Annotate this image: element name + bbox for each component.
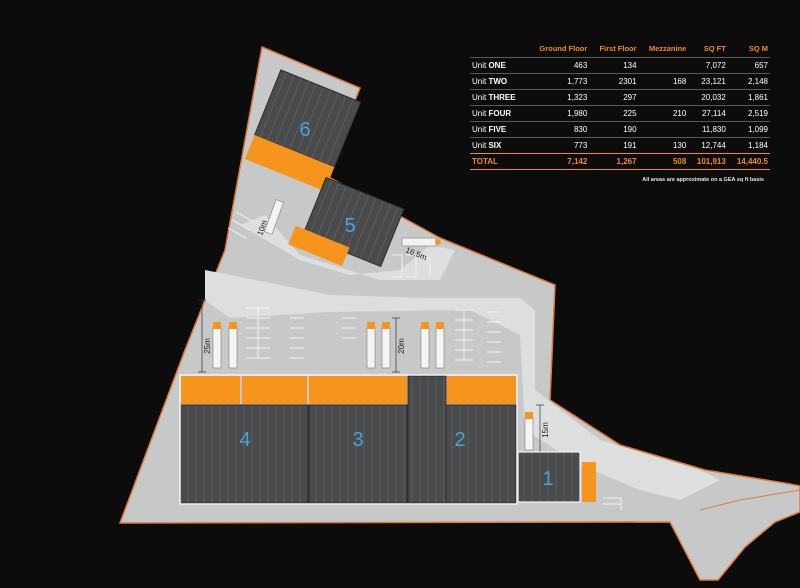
- service-yard: [240, 215, 455, 280]
- total-ground: 7,142: [527, 153, 590, 170]
- cell-first: 134: [589, 57, 639, 74]
- car-parking-upper: [227, 211, 431, 278]
- total-mezzanine: 508: [638, 153, 689, 170]
- cell-sqft: 11,830: [688, 121, 728, 138]
- table-row: Unit FOUR 1,980 225 210 27,114 2,519: [470, 105, 770, 122]
- row-unit-name: FOUR: [488, 109, 512, 118]
- cell-first: 191: [589, 137, 639, 154]
- unit-one-building: [517, 451, 596, 503]
- cell-sqm: 1,861: [727, 89, 770, 106]
- row-label: Unit THREE: [470, 89, 528, 106]
- row-unit-name: TWO: [488, 77, 508, 86]
- unit-two-building: [407, 375, 517, 504]
- cell-mezzanine: 168: [638, 73, 689, 90]
- table-row: Unit SIX 773 191 130 12,744 1,184: [470, 137, 770, 154]
- row-unit-name: ONE: [488, 61, 506, 70]
- row-label: Unit FOUR: [470, 105, 528, 122]
- col-header-first: First Floor: [599, 44, 637, 53]
- unit-four-building: [179, 376, 309, 504]
- total-sqft: 101,913: [688, 153, 728, 170]
- table-row: Unit TWO 1,773 2301 168 23,121 2,148: [470, 73, 770, 90]
- cell-sqm: 2,519: [727, 105, 770, 122]
- cell-ground: 1,323: [527, 89, 590, 106]
- table-row: Unit FIVE 830 190 11,830 1,099: [470, 121, 770, 138]
- col-header-sqm: SQ M: [748, 44, 768, 53]
- unit-six-building: [244, 69, 362, 192]
- row-label: Unit FIVE: [470, 121, 528, 138]
- cell-sqm: 2,148: [727, 73, 770, 90]
- cell-sqft: 7,072: [688, 57, 728, 74]
- col-header-sqft: SQ FT: [703, 44, 726, 53]
- dimension-15m: 15m: [541, 422, 550, 438]
- row-prefix: Unit: [472, 109, 489, 118]
- cell-sqft: 23,121: [688, 73, 728, 90]
- cell-mezzanine: 210: [638, 105, 689, 122]
- row-unit-name: THREE: [488, 93, 516, 102]
- row-prefix: Unit: [472, 93, 489, 102]
- row-label: Unit SIX: [470, 137, 528, 154]
- area-schedule-table: Ground Floor First Floor Mezzanine SQ FT…: [470, 42, 770, 170]
- cell-first: 225: [589, 105, 639, 122]
- table-row: Unit THREE 1,323 297 20,032 1,861: [470, 89, 770, 106]
- cell-mezzanine: [638, 57, 689, 74]
- car-parking-bays: [246, 307, 622, 510]
- hgv-parking-upper: [264, 199, 441, 247]
- estuary-edge: [699, 489, 800, 511]
- row-label: Unit ONE: [470, 57, 528, 74]
- cell-ground: 830: [527, 121, 590, 138]
- dimension-25m: 25m: [203, 338, 212, 354]
- row-unit-name: FIVE: [488, 125, 507, 134]
- unit-three-building: [308, 376, 408, 504]
- unit-five-building: [288, 176, 405, 268]
- area-footnote: All areas are approximate on a GEA sq ft…: [642, 177, 764, 183]
- table-header-row: Ground Floor First Floor Mezzanine SQ FT…: [470, 42, 770, 58]
- table-total-row: TOTAL 7,142 1,267 508 101,913 14,440.5: [470, 153, 770, 170]
- cell-sqft: 12,744: [688, 137, 728, 154]
- cell-sqft: 20,032: [688, 89, 728, 106]
- cell-ground: 1,980: [527, 105, 590, 122]
- unit-three-label: 3: [352, 429, 363, 451]
- total-first: 1,267: [589, 153, 639, 170]
- total-label: TOTAL: [470, 153, 528, 170]
- cell-sqm: 657: [727, 57, 770, 74]
- cell-ground: 1,773: [527, 73, 590, 90]
- row-prefix: Unit: [472, 141, 489, 150]
- access-road: [205, 270, 720, 500]
- cell-sqft: 27,114: [688, 105, 728, 122]
- cell-mezzanine: [638, 89, 689, 106]
- row-label: Unit TWO: [470, 73, 528, 90]
- col-header-ground: Ground Floor: [539, 44, 588, 53]
- dimension-lines: [198, 299, 544, 456]
- cell-mezzanine: [638, 121, 689, 138]
- terrace-outline: [179, 374, 518, 505]
- cell-sqm: 1,099: [727, 121, 770, 138]
- table-row: Unit ONE 463 134 7,072 657: [470, 57, 770, 74]
- dimension-20m: 20m: [397, 338, 406, 354]
- row-prefix: Unit: [472, 61, 489, 70]
- total-sqm: 14,440.5: [727, 153, 770, 170]
- row-unit-name: SIX: [488, 141, 502, 150]
- cell-first: 297: [589, 89, 639, 106]
- cell-sqm: 1,184: [727, 137, 770, 154]
- col-header-unit: [470, 42, 527, 58]
- row-prefix: Unit: [472, 77, 489, 86]
- cell-mezzanine: 130: [638, 137, 689, 154]
- col-header-mezzanine: Mezzanine: [648, 44, 687, 53]
- cell-first: 190: [589, 121, 639, 138]
- unit-four-label: 4: [239, 429, 250, 451]
- unit-six-label: 6: [299, 119, 310, 141]
- unit-one-label: 1: [542, 468, 553, 490]
- unit-two-label: 2: [454, 429, 465, 451]
- cell-ground: 773: [527, 137, 590, 154]
- cell-first: 2301: [589, 73, 639, 90]
- cell-ground: 463: [527, 57, 590, 74]
- row-prefix: Unit: [472, 125, 489, 134]
- unit-five-label: 5: [344, 215, 355, 237]
- hgv-cabs: [213, 322, 533, 419]
